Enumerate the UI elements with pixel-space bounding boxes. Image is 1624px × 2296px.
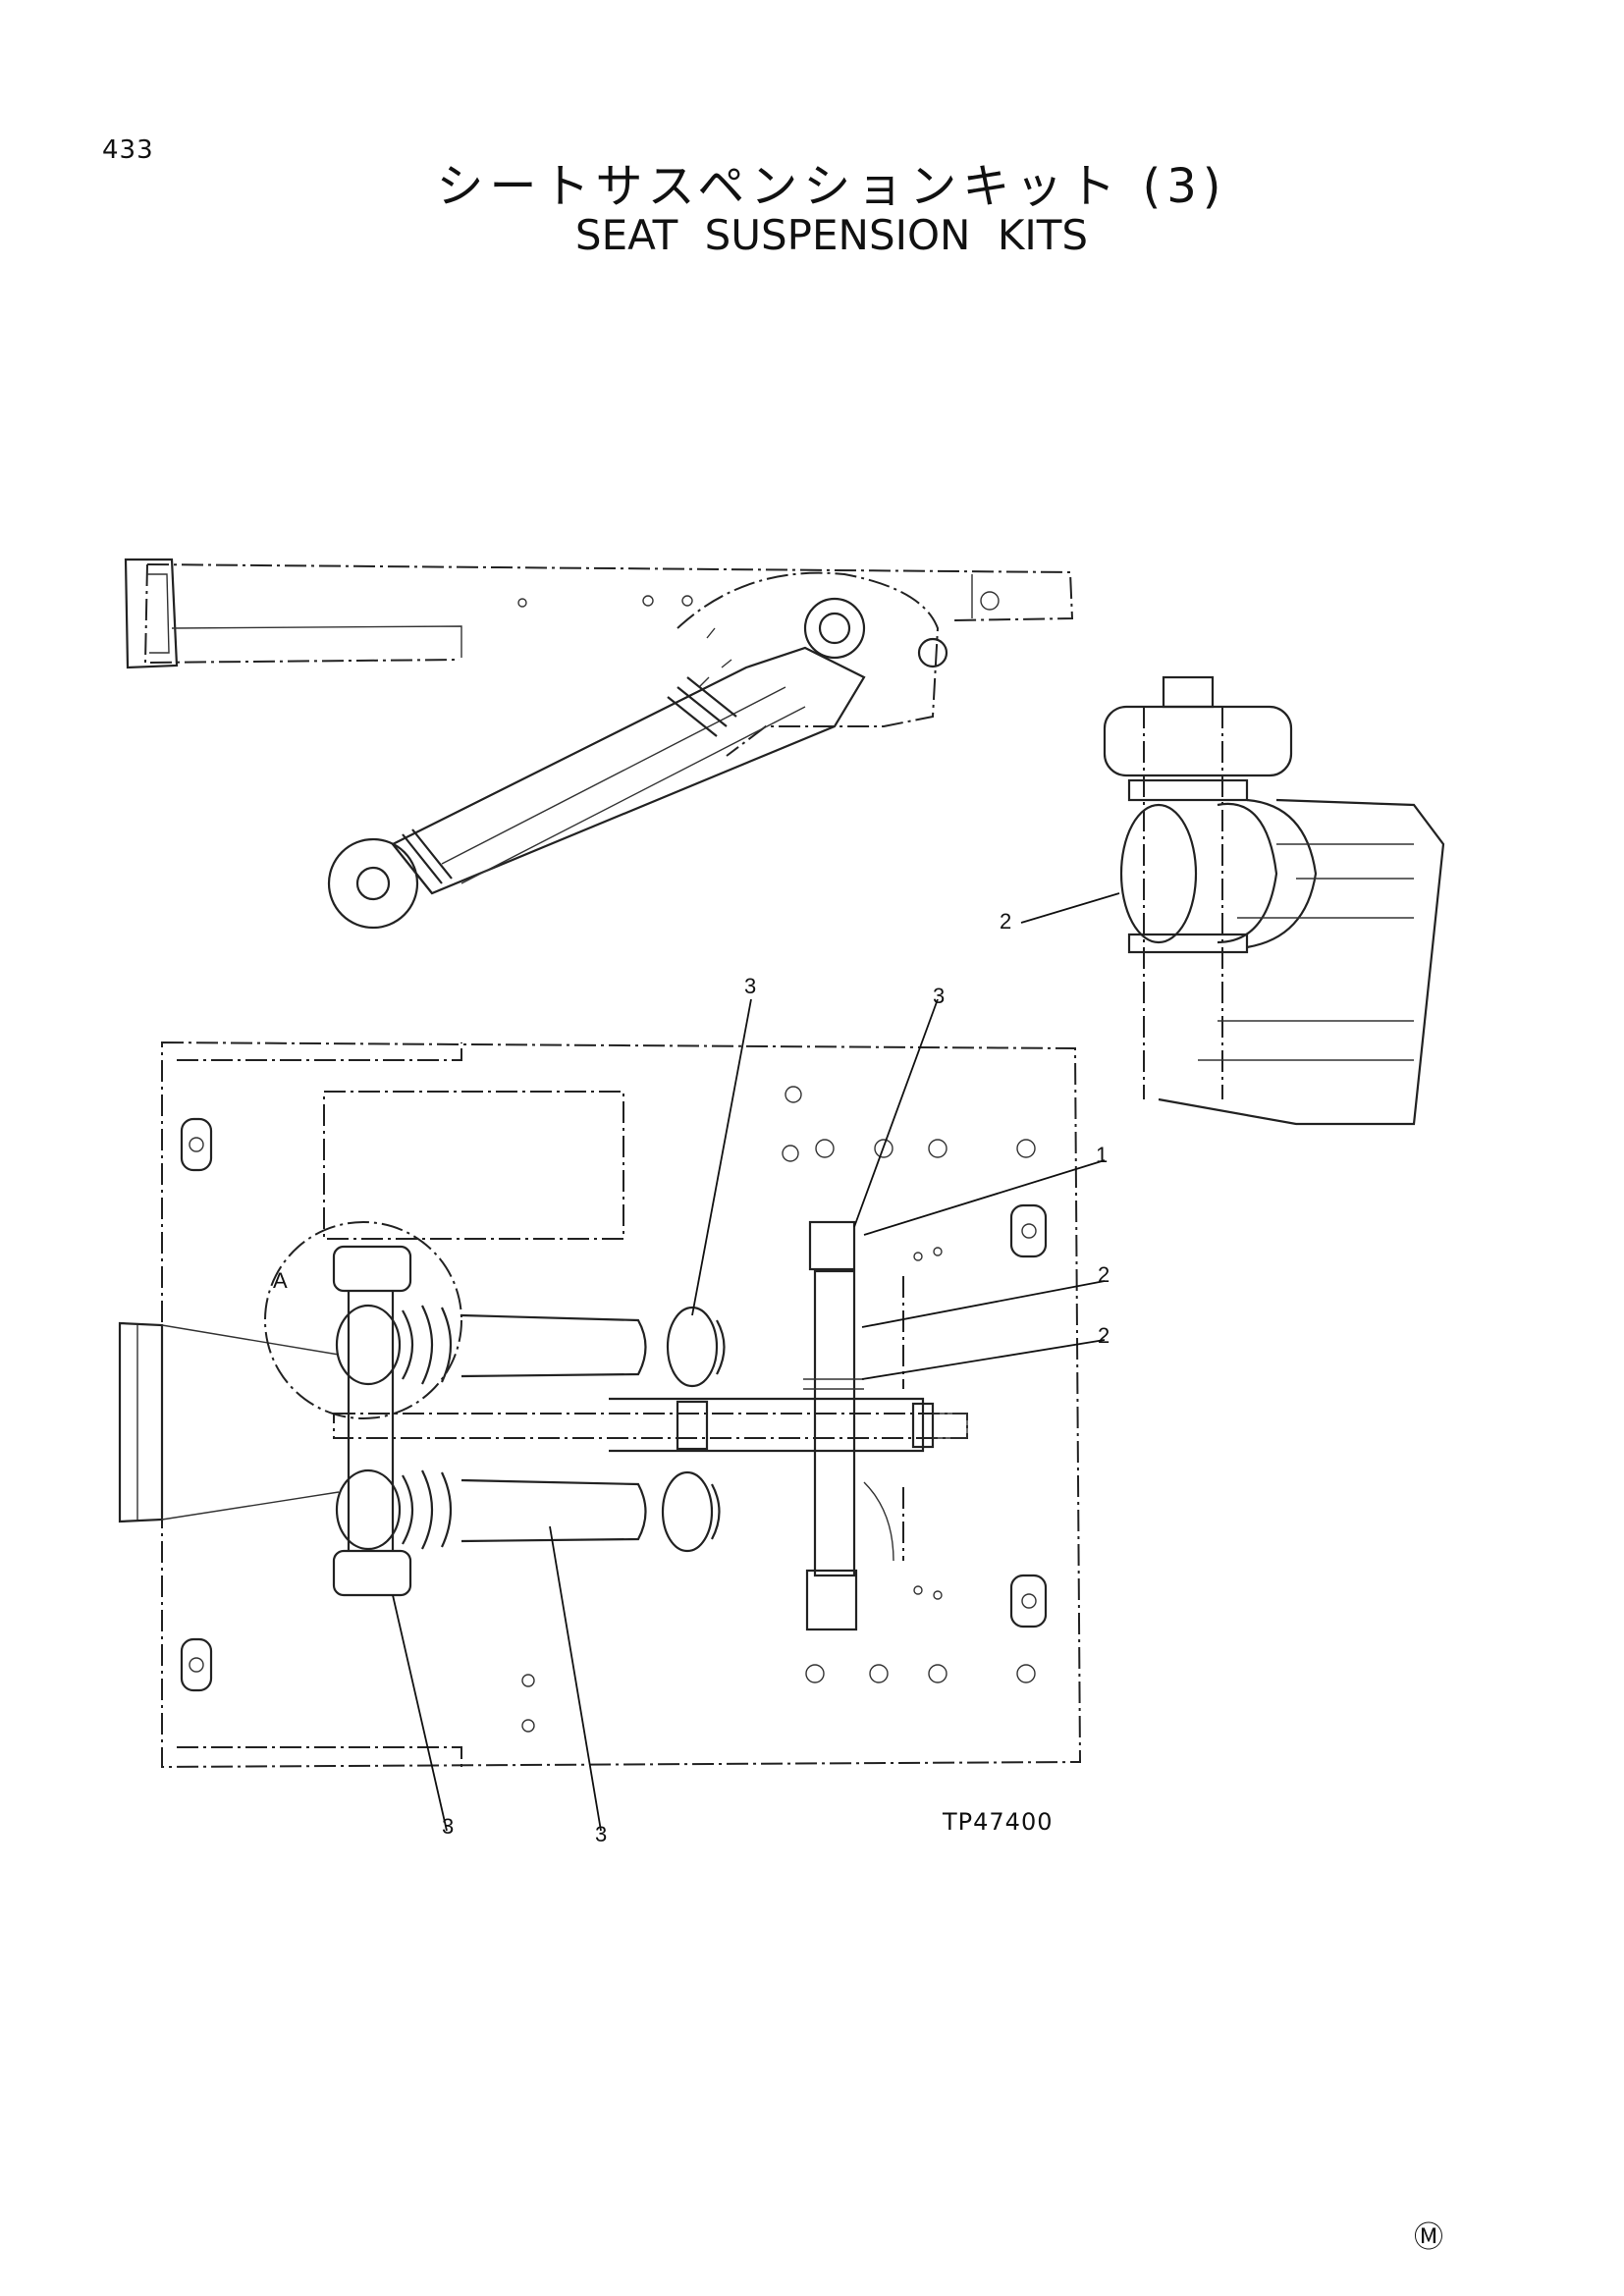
callout-detail-A: A	[273, 1268, 288, 1293]
detail-view-bushing	[1020, 675, 1445, 1126]
callout-right-1: 1	[1096, 1143, 1108, 1167]
side-view-suspension	[124, 558, 1074, 930]
corner-mark: Ⓜ	[1414, 2220, 1443, 2255]
page-title-japanese: シートサスペンションキット (3)	[436, 159, 1227, 214]
callout-right-2b: 2	[1098, 1323, 1110, 1348]
page-number: 433	[102, 135, 154, 165]
figure-code: TP47400	[943, 1808, 1054, 1836]
callout-detail-2: 2	[1000, 909, 1011, 934]
callout-right-2a: 2	[1098, 1262, 1110, 1287]
plan-view-base-frame	[118, 998, 1106, 1832]
callout-top-3a: 3	[744, 974, 756, 998]
callout-top-3b: 3	[933, 984, 945, 1008]
callout-bottom-3b: 3	[595, 1822, 607, 1846]
callout-bottom-3a: 3	[442, 1814, 454, 1839]
page-title-english: SEAT SUSPENSION KITS	[574, 211, 1089, 259]
